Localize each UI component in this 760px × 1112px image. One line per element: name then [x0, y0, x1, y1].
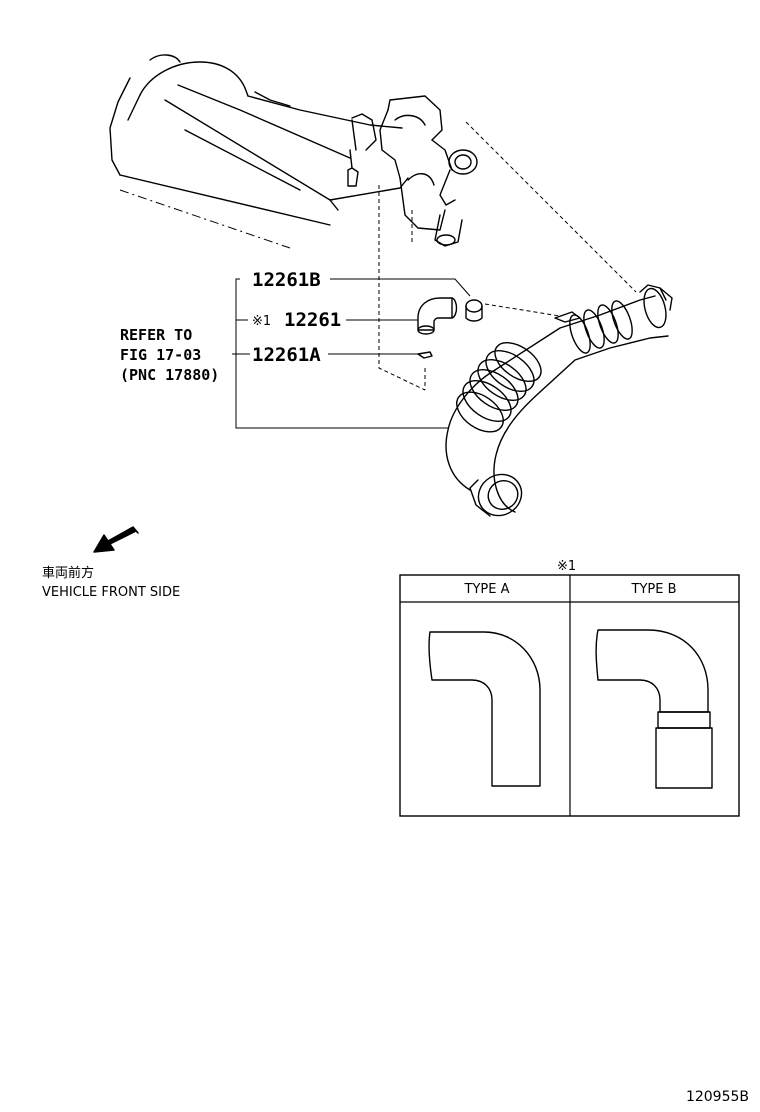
type-b-header: TYPE B [631, 582, 677, 597]
callout-leaders [232, 278, 471, 429]
table-mark: ※1 [557, 559, 576, 574]
air-intake-hose-drawing [445, 284, 673, 517]
refer-pnc-line: (PNC 17880) [120, 366, 219, 384]
part-number-12261a: 12261A [252, 344, 321, 366]
arrow-front-icon [93, 526, 139, 553]
refer-to-line: REFER TO [120, 326, 192, 344]
type-table [399, 574, 740, 817]
throttle-body-drawing [347, 95, 478, 247]
hose-mark: ※1 [252, 314, 271, 329]
part-number-12261b: 12261B [252, 269, 321, 291]
front-side-jp-label: 車両前方 [42, 565, 94, 581]
illustration-code: 120955B [686, 1089, 749, 1105]
clamp-12261b [465, 299, 483, 322]
guide-lines [378, 121, 637, 391]
engine-cover-drawing [109, 54, 409, 249]
refer-fig-line: FIG 17-03 [120, 346, 201, 364]
front-side-en-label: VEHICLE FRONT SIDE [42, 585, 180, 600]
type-a-hose-drawing [428, 631, 541, 787]
clip-12261a [417, 351, 433, 359]
hose-12261 [417, 297, 458, 335]
type-a-header: TYPE A [464, 582, 510, 597]
type-b-hose-drawing [595, 629, 713, 789]
part-number-12261: 12261 [284, 309, 341, 331]
